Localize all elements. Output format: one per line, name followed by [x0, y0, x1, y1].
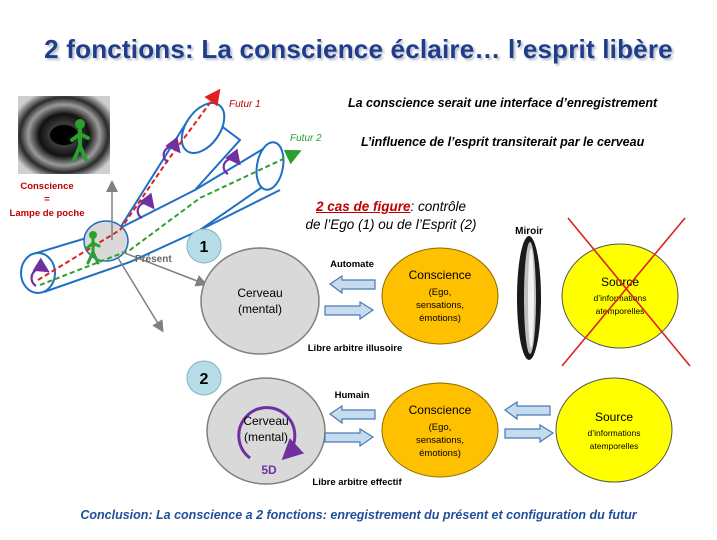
row2-arrow-source-left: [503, 400, 551, 421]
row2-badge-5d: 5D: [261, 463, 277, 477]
lamp-label: Lampe de poche: [10, 208, 85, 219]
row1-number: 1: [200, 239, 209, 256]
page-title: 2 fonctions: La conscience éclaire… l’es…: [44, 34, 673, 64]
grey-arrow-brain: [121, 251, 208, 287]
row2-conscience: [381, 382, 499, 478]
row1-conscience-l3: émotions): [419, 313, 461, 324]
cycle-icons: [30, 136, 241, 287]
tunnel-image: [18, 96, 110, 174]
row2-conscience-l2: sensations,: [416, 435, 464, 446]
conscience-label: Conscience: [20, 181, 73, 192]
futur2-label: Futur 2: [290, 133, 322, 144]
row1-bottom-label: Libre arbitre illusoire: [308, 343, 403, 354]
equals-label: =: [44, 194, 50, 205]
row1-number-badge: [186, 228, 222, 264]
row1-conscience-l2: sensations,: [416, 300, 464, 311]
row2-number: 2: [200, 371, 209, 388]
note-influence: L’influence de l’esprit transiterait par…: [361, 135, 645, 149]
mirror-label: Miroir: [515, 226, 543, 237]
row2-arrow-label: Humain: [335, 390, 370, 401]
row1-arrow-right: [324, 300, 375, 321]
cases-highlight: 2 cas de figure: [315, 199, 411, 214]
row2-source-title: Source: [595, 410, 633, 424]
row1-conscience-title: Conscience: [409, 268, 472, 282]
row2-arrow-left: [328, 404, 376, 425]
row2-cycle-icon: [237, 406, 305, 461]
row2-arrow-right: [324, 427, 375, 448]
cross-icon: [561, 217, 691, 367]
row2-source-l1: d’informations: [588, 428, 641, 438]
row1-source-l2: atemporelles: [596, 306, 645, 316]
row1-brain: [200, 247, 320, 355]
row1-source-l1: d’informations: [594, 293, 647, 303]
cases-text: 2 cas de figure: contrôle de l’Ego (1) o…: [296, 198, 486, 234]
cases-rest: : contrôle: [410, 199, 467, 214]
row2-source-l2: atemporelles: [590, 441, 639, 451]
row2-source: [555, 377, 673, 483]
present-label: Présent: [135, 254, 172, 265]
person-icon: [85, 231, 101, 265]
row2-brain-line2: (mental): [244, 430, 288, 444]
row2-arrow-source-right: [504, 423, 555, 444]
row1-brain-line2: (mental): [238, 302, 282, 316]
row2-conscience-l3: émotions): [419, 448, 461, 459]
row2-brain-line1: Cerveau: [243, 414, 288, 428]
futur1-label: Futur 1: [229, 99, 261, 110]
row1-arrow-label: Automate: [330, 259, 374, 270]
row1-brain-line1: Cerveau: [237, 286, 282, 300]
note-interface: La conscience serait une interface d’enr…: [348, 96, 658, 110]
cases-line2: de l’Ego (1) ou de l’Esprit (2): [305, 217, 477, 232]
row2-conscience-l1: (Ego,: [429, 422, 452, 433]
future2-path: [39, 149, 302, 286]
conclusion-text: Conclusion: La conscience a 2 fonctions:…: [80, 508, 637, 522]
row2-bottom-label: Libre arbitre effectif: [312, 477, 402, 488]
mirror-icon: [517, 236, 541, 360]
row2-number-badge: [186, 360, 222, 396]
grey-arrow-down: [117, 257, 164, 333]
row1-arrow-left: [328, 274, 376, 295]
row1-conscience: [381, 247, 499, 345]
row2-conscience-title: Conscience: [409, 403, 472, 417]
row1-conscience-l1: (Ego,: [429, 287, 452, 298]
